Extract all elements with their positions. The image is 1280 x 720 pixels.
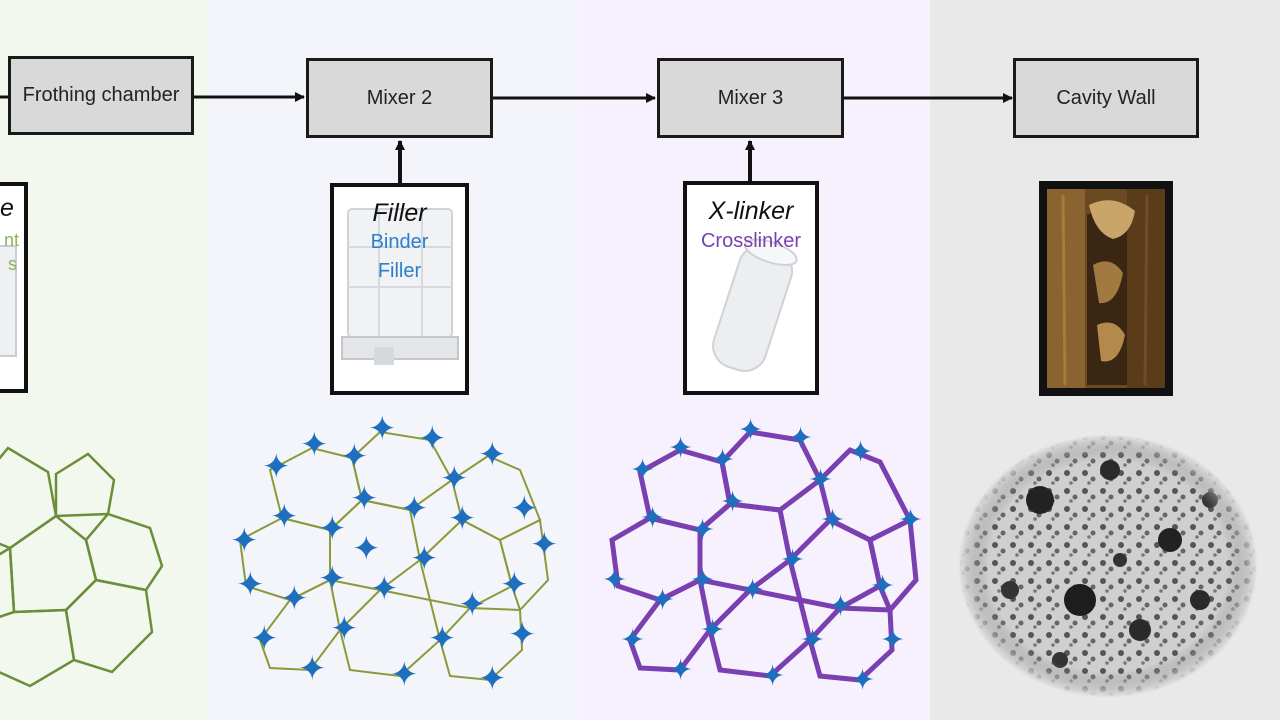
mixer-2-label: Mixer 2 <box>366 86 433 109</box>
svg-text:✦: ✦ <box>690 513 715 548</box>
svg-text:✦: ✦ <box>230 521 259 561</box>
svg-text:✦: ✦ <box>270 497 299 537</box>
svg-text:✦: ✦ <box>690 563 715 598</box>
svg-text:✦: ✦ <box>820 503 845 538</box>
svg-text:✦: ✦ <box>808 463 833 498</box>
cavity-wall-photo <box>1039 181 1173 396</box>
mixer-2-box: Mixer 2 <box>306 58 493 138</box>
svg-text:✦: ✦ <box>848 435 873 470</box>
svg-text:✦: ✦ <box>800 623 825 658</box>
frothing-chamber-label: Frothing chamber <box>22 84 180 106</box>
svg-text:✦: ✦ <box>428 619 457 659</box>
svg-text:✦: ✦ <box>400 489 429 529</box>
svg-text:✦: ✦ <box>898 503 923 538</box>
svg-text:✦: ✦ <box>508 615 537 655</box>
svg-text:✦: ✦ <box>530 525 559 565</box>
svg-text:✦: ✦ <box>720 485 745 520</box>
svg-text:✦: ✦ <box>700 613 725 648</box>
svg-text:✦: ✦ <box>280 579 309 619</box>
svg-text:✦: ✦ <box>620 623 645 658</box>
svg-text:✦: ✦ <box>330 609 359 649</box>
svg-text:✦: ✦ <box>262 447 291 487</box>
svg-text:✦: ✦ <box>710 443 735 478</box>
mixer-3-label: Mixer 3 <box>717 86 784 109</box>
frothing-agent-card: e nt s <box>0 182 28 393</box>
mixer-3-box: Mixer 3 <box>657 58 844 138</box>
container-image <box>0 245 17 357</box>
xlinker-card: X-linker Crosslinker <box>683 181 819 395</box>
svg-text:✦: ✦ <box>368 409 397 449</box>
svg-text:✦: ✦ <box>458 585 487 625</box>
crosslinked-particles: ✦ ✦ ✦ ✦ ✦ ✦ ✦ ✦ ✦ ✦ ✦ ✦ ✦ ✦ ✦ ✦ ✦ ✦ ✦ ✦ … <box>602 413 923 698</box>
foam-micrograph <box>958 434 1258 698</box>
ibc-tank-image <box>341 208 459 365</box>
svg-text:✦: ✦ <box>650 583 675 618</box>
card1-line2: s <box>8 254 17 274</box>
svg-text:✦: ✦ <box>828 589 853 624</box>
filler-title: Filler <box>372 199 427 227</box>
card1-line1: nt <box>4 230 20 250</box>
svg-text:✦: ✦ <box>738 413 763 448</box>
cavity-wall-box: Cavity Wall <box>1013 58 1199 138</box>
svg-text:✦: ✦ <box>870 569 895 604</box>
svg-text:✦: ✦ <box>850 663 875 698</box>
svg-text:✦: ✦ <box>780 543 805 578</box>
cartridge-image <box>712 238 798 372</box>
card1-title: e <box>0 194 14 222</box>
svg-text:✦: ✦ <box>418 419 447 459</box>
svg-text:✦: ✦ <box>298 649 327 689</box>
svg-text:✦: ✦ <box>630 453 655 488</box>
frothing-chamber-box: Frothing chamber <box>8 56 194 135</box>
svg-text:✦: ✦ <box>478 659 507 699</box>
svg-text:✦: ✦ <box>788 421 813 456</box>
svg-text:✦: ✦ <box>340 437 369 477</box>
filler-particles: ✦ ✦ ✦ ✦ ✦ ✦ ✦ ✦ ✦ ✦ ✦ ✦ ✦ ✦ ✦ ✦ ✦ ✦ ✦ ✦ … <box>230 409 559 699</box>
svg-text:✦: ✦ <box>478 435 507 475</box>
svg-text:✦: ✦ <box>448 499 477 539</box>
svg-text:✦: ✦ <box>236 565 265 605</box>
svg-text:✦: ✦ <box>318 509 347 549</box>
svg-text:✦: ✦ <box>510 489 539 529</box>
foam-cell-network-green <box>0 446 164 688</box>
filler-network <box>238 430 550 682</box>
crosslinked-network <box>609 429 919 683</box>
svg-text:✦: ✦ <box>640 501 665 536</box>
cavity-wall-label: Cavity Wall <box>1056 86 1156 109</box>
svg-text:✦: ✦ <box>352 529 381 569</box>
svg-text:✦: ✦ <box>410 539 439 579</box>
svg-text:✦: ✦ <box>880 623 905 658</box>
filler-card: Filler Binder Filler <box>330 183 469 395</box>
svg-text:✦: ✦ <box>500 565 529 605</box>
svg-text:✦: ✦ <box>668 653 693 688</box>
filler-label: Filler <box>377 260 422 282</box>
crosslinker-label: Crosslinker <box>700 230 802 252</box>
svg-text:✦: ✦ <box>440 459 469 499</box>
svg-text:✦: ✦ <box>318 559 347 599</box>
svg-text:✦: ✦ <box>390 655 419 695</box>
svg-text:✦: ✦ <box>370 569 399 609</box>
svg-text:✦: ✦ <box>250 619 279 659</box>
svg-text:✦: ✦ <box>300 425 329 465</box>
svg-text:✦: ✦ <box>602 563 627 598</box>
cavity-photo-image <box>1047 189 1165 388</box>
svg-text:✦: ✦ <box>350 479 379 519</box>
svg-text:✦: ✦ <box>740 573 765 608</box>
binder-label: Binder <box>370 231 429 253</box>
svg-text:✦: ✦ <box>760 659 785 694</box>
svg-text:✦: ✦ <box>668 431 693 466</box>
xlinker-title: X-linker <box>708 197 794 225</box>
